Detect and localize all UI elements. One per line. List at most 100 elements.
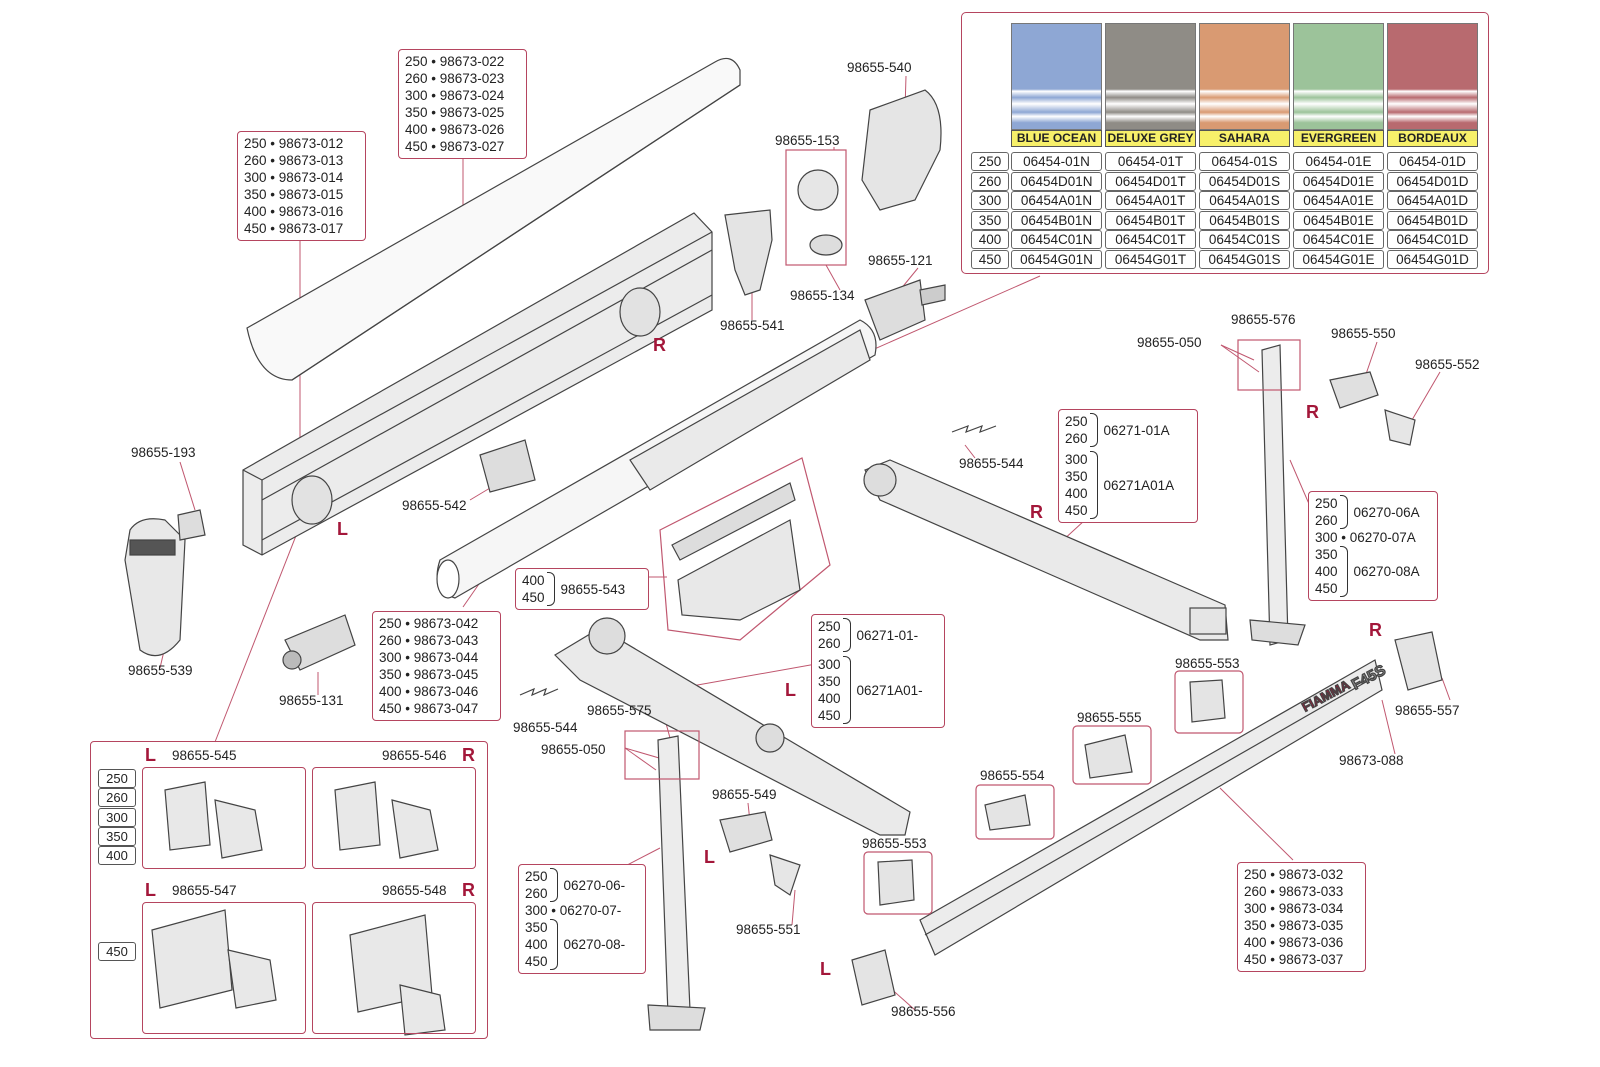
list-item: 300 • 06270-07- [525,903,622,918]
list-item: 250 • 98673-022 [405,54,505,69]
fabric-code-cell: 06454-01D [1387,152,1478,171]
fabric-code-cell: 06454C01T [1105,230,1196,250]
list-item: 450 • 98673-017 [244,221,344,236]
case-part-list: 250 • 98673-012 260 • 98673-013 300 • 98… [237,131,366,241]
fabric-name: SAHARA [1199,130,1290,147]
side-marker-right: R [1306,402,1319,422]
fabric-code-cell: 06454B01D [1387,210,1478,230]
list-item: 400 • 98673-036 [1244,935,1344,950]
fabric-code-cell: 06454D01N [1011,171,1102,191]
part-label: 98655-050 [1137,335,1202,350]
fabric-code-cell: 06454C01E [1293,230,1384,250]
fabric-code-cell: 06454B01S [1199,210,1290,230]
fabric-size-cell: 300 [971,191,1009,211]
fabric-swatch [1105,23,1196,130]
fabric-code-cell: 06454-01S [1199,152,1290,171]
side-marker-left: L [704,847,715,867]
list-item: 300 • 98673-044 [379,650,479,665]
part-label: 98655-547 [172,883,237,898]
part-label: 98655-121 [868,253,933,268]
list-item: 450 • 98673-047 [379,701,479,716]
spare-kit-548 [312,902,476,1034]
part-label: 98655-557 [1395,703,1460,718]
spare-kit-547 [142,902,306,1034]
part-label: 98655-550 [1331,326,1396,341]
part-label: 98655-553 [1175,656,1240,671]
side-marker-left: L [337,519,348,539]
fabric-code-cell: 06454G01E [1293,250,1384,269]
fabric-code-cell: 06454D01D [1387,171,1478,191]
fabric-swatch [1293,23,1384,130]
fabric-code-cell: 06454C01D [1387,230,1478,250]
fabric-code-cell: 06454A01E [1293,191,1384,211]
list-item: 260 • 98673-023 [405,71,505,86]
fabric-code-cell: 06454A01S [1199,191,1290,211]
front-rail-part-list: 250 • 98673-032 260 • 98673-033 300 • 98… [1237,862,1366,972]
list-item: 250 • 98673-032 [1244,867,1344,882]
fabric-size-cell: 400 [971,230,1009,250]
fabric-code-cell: 06454G01N [1011,250,1102,269]
side-marker-right: R [1030,502,1043,522]
fabric-name: BLUE OCEAN [1011,130,1102,147]
list-item: 450 • 98673-027 [405,139,505,154]
fabric-swatch [1011,23,1102,130]
fabric-swatch [1199,23,1290,130]
fabric-code-cell: 06454A01D [1387,191,1478,211]
spare-kit-545 [142,767,306,869]
fabric-code-cell: 06454B01E [1293,210,1384,230]
part-label: 98655-555 [1077,710,1142,725]
side-marker-right: R [653,335,666,355]
part-label: 98655-134 [790,288,855,303]
part-label: 98655-546 [382,748,447,763]
side-marker-right: R [1369,620,1382,640]
fabric-code-cell: 06454G01T [1105,250,1196,269]
list-item: 400 • 98673-016 [244,204,344,219]
fabric-name: BORDEAUX [1387,130,1478,147]
fabric-code-cell: 06454G01S [1199,250,1290,269]
part-label: 98655-540 [847,60,912,75]
part-label: 98655-542 [402,498,467,513]
fabric-code-cell: 06454-01N [1011,152,1102,171]
list-item: 350 • 98673-035 [1244,918,1344,933]
side-marker-right: R [462,880,475,900]
fabric-code-cell: 06454B01T [1105,210,1196,230]
list-item: 300 • 06270-07A [1315,530,1416,545]
side-marker-right: R [462,745,475,765]
fabric-code-cell: 06454A01T [1105,191,1196,211]
fabric-name: EVERGREEN [1293,130,1384,147]
part-label: 98655-548 [382,883,447,898]
fabric-code-cell: 06454D01S [1199,171,1290,191]
part-label: 98655-549 [712,787,777,802]
list-item: 300 • 98673-024 [405,88,505,103]
size-chip: 350 [98,827,136,846]
fabric-code-cell: 06454C01S [1199,230,1290,250]
list-item: 260 • 98673-013 [244,153,344,168]
part-label: 98655-553 [862,836,927,851]
part-label: 98655-556 [891,1004,956,1019]
part-label: 98655-545 [172,748,237,763]
list-item: 350 • 98673-045 [379,667,479,682]
fabric-code-cell: 06454D01E [1293,171,1384,191]
size-chip: 400 [98,846,136,865]
part-label: 98655-575 [587,703,652,718]
list-item: 450 • 98673-037 [1244,952,1344,967]
side-marker-left: L [785,680,796,700]
size-chip: 450 [98,942,136,961]
fabric-code-cell: 06454A01N [1011,191,1102,211]
side-marker-left: L [145,745,156,765]
list-item: 260 • 98673-033 [1244,884,1344,899]
part-label: 98655-541 [720,318,785,333]
list-item: 350 • 98673-025 [405,105,505,120]
size-chip: 300 [98,808,136,827]
size-chip: 260 [98,788,136,807]
fabric-size-cell: 260 [971,171,1009,191]
